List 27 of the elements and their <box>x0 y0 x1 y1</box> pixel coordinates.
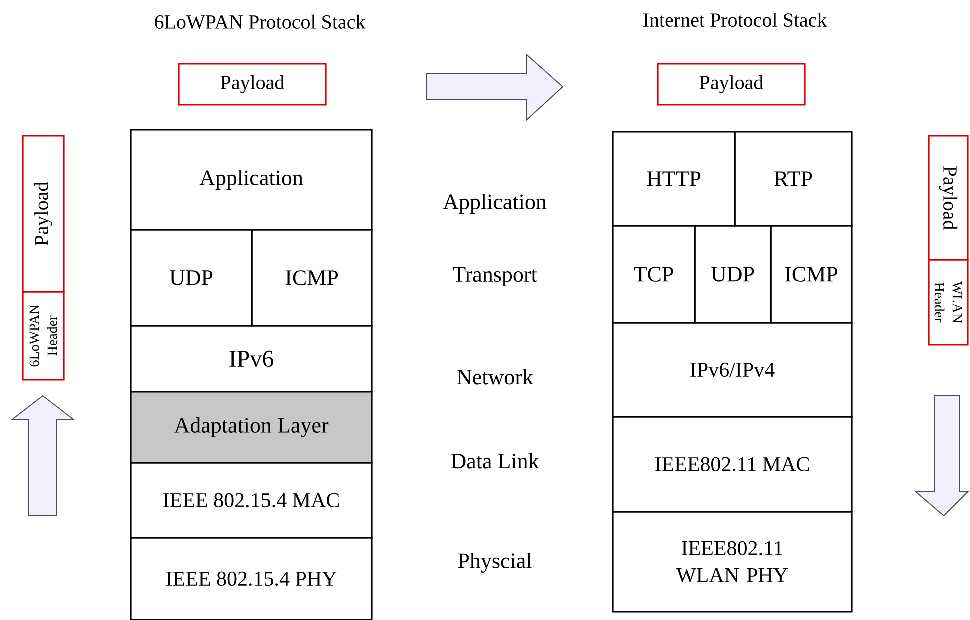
payload-box: Payload <box>657 63 806 106</box>
protocol-layer-box: IEEE802.11 WLAN PHY <box>612 511 853 613</box>
protocol-layer-box: IEEE 802.15.4 PHY <box>130 537 373 620</box>
stack-title: 6LoWPAN Protocol Stack <box>155 14 366 30</box>
layer-name: Transport <box>453 267 538 287</box>
protocol-layer-box: RTP <box>734 131 853 227</box>
stack-title: Internet Protocol Stack <box>644 12 828 28</box>
protocol-layer-box: UDP <box>694 225 772 324</box>
protocol-layer-box: ICMP <box>770 225 853 324</box>
protocol-layer-box: HTTP <box>612 131 736 227</box>
header-box: WLAN Header <box>928 259 969 346</box>
layer-name: Data Link <box>451 453 540 469</box>
layer-name: Network <box>457 369 534 385</box>
protocol-layer-box: IEEE802.11 MAC <box>612 416 853 513</box>
protocol-layer-box: IEEE 802.15.4 MAC <box>130 462 373 539</box>
payload-box: Payload <box>928 135 969 261</box>
protocol-layer-box: IPv6/IPv4 <box>612 322 853 418</box>
protocol-layer-box: ICMP <box>251 229 373 327</box>
protocol-layer-box: TCP <box>612 225 696 324</box>
protocol-layer-box: Adaptation Layer <box>130 391 373 464</box>
header-box: 6LoWPAN Header <box>22 291 65 381</box>
layer-name: Physcial <box>458 553 532 573</box>
layer-name: Application <box>443 194 547 214</box>
payload-box: Payload <box>22 135 65 293</box>
payload-box: Payload <box>178 63 327 106</box>
protocol-layer-box: Application <box>130 129 373 231</box>
protocol-layer-box: UDP <box>130 229 253 327</box>
